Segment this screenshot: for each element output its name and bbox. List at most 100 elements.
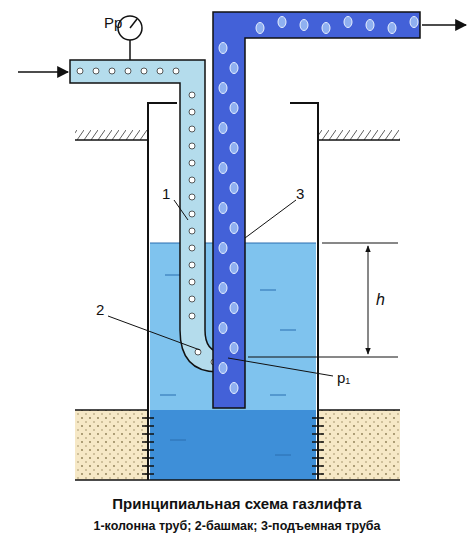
mixture-bubble: [219, 363, 227, 374]
perforation: [312, 425, 324, 427]
perforation: [142, 433, 154, 435]
mixture-bubble: [256, 23, 264, 34]
dimension-tick: [322, 243, 398, 244]
leader-line: [245, 200, 296, 238]
outlet-arrow: [422, 24, 466, 26]
mixture-bubble: [219, 43, 227, 54]
gas-bubble: [189, 126, 195, 132]
gas-bubble: [77, 68, 83, 74]
mixture-bubble: [300, 20, 308, 31]
ripple: [160, 395, 176, 396]
ripple: [260, 290, 276, 291]
liquid-gas-mixture: [219, 17, 418, 394]
gas-bubble: [189, 92, 195, 98]
pressure-label: Pp: [104, 15, 122, 30]
gas-inlet-arrow: [18, 71, 68, 73]
mixture-bubble: [388, 23, 396, 34]
perforation: [312, 441, 324, 443]
leader-line: [174, 200, 188, 220]
ripple: [280, 330, 296, 331]
gas-bubble: [93, 68, 99, 74]
mixture-bubble: [230, 223, 238, 234]
gas-bubble: [189, 296, 195, 302]
perforation: [312, 449, 324, 451]
perforation: [142, 417, 154, 419]
ground-surface: [318, 139, 400, 141]
dimension-line: [368, 246, 369, 354]
callout-number: 1: [162, 186, 170, 201]
gas-bubble: [125, 68, 131, 74]
perforation: [312, 473, 324, 475]
gas-bubble: [189, 313, 195, 319]
mixture-bubble: [230, 303, 238, 314]
dimension-tick: [248, 357, 398, 358]
ripple: [275, 455, 291, 456]
gas-bubble: [157, 68, 163, 74]
perforation: [142, 441, 154, 443]
leader-line: [108, 316, 200, 350]
casing-wall: [148, 103, 177, 480]
well-bottom-liquid: [150, 410, 316, 480]
callout-number: 2: [96, 302, 104, 317]
gas-bubble: [189, 177, 195, 183]
ripple: [165, 275, 181, 276]
mixture-bubble: [344, 17, 352, 28]
perforation: [312, 417, 324, 419]
mixture-bubble: [230, 343, 238, 354]
gas-bubble: [189, 160, 195, 166]
mixture-bubble: [278, 17, 286, 28]
reservoir-sand: [75, 410, 148, 480]
ripple: [270, 395, 286, 396]
formation-bottom: [318, 479, 400, 481]
formation-top: [75, 409, 148, 411]
gas-bubble: [195, 349, 201, 355]
gas-bubble: [189, 211, 195, 217]
mixture-bubble: [230, 143, 238, 154]
gas-bubble: [189, 109, 195, 115]
mixture-bubble: [219, 123, 227, 134]
formation-top: [318, 409, 400, 411]
callout-number: 3: [296, 186, 304, 201]
gas-bubble: [189, 245, 195, 251]
mixture-bubble: [410, 17, 418, 28]
perforation: [142, 449, 154, 451]
mixture-bubble: [366, 20, 374, 31]
gas-bubble: [173, 68, 179, 74]
reservoir-sand: [318, 410, 400, 480]
ground-hatch: [75, 130, 148, 140]
ground-surface: [75, 139, 148, 141]
mixture-bubble: [219, 243, 227, 254]
mixture-bubble: [230, 383, 238, 394]
perforation: [312, 465, 324, 467]
mixture-bubble: [230, 103, 238, 114]
gas-bubble: [189, 279, 195, 285]
mixture-bubble: [219, 283, 227, 294]
mixture-bubble: [219, 203, 227, 214]
mixture-bubble: [219, 323, 227, 334]
well-bottom: [148, 479, 318, 481]
perforation: [142, 457, 154, 459]
dimension-label: h: [376, 292, 385, 308]
diagram-caption: 1-колонна труб; 2-башмак; 3-подъемная тр…: [93, 520, 380, 533]
lifting-pipe: [213, 12, 420, 408]
mixture-bubble: [230, 263, 238, 274]
perforation: [142, 465, 154, 467]
mixture-bubble: [322, 23, 330, 34]
leader-line: [228, 358, 333, 376]
diagram-title: Принципиальная схема газлифта: [112, 496, 361, 511]
gas-bubble: [189, 194, 195, 200]
perforation: [312, 457, 324, 459]
gas-bubble: [109, 68, 115, 74]
gas-bubble: [189, 143, 195, 149]
casing-perforations: [142, 418, 324, 474]
gas-bubble: [141, 68, 147, 74]
perforation: [142, 473, 154, 475]
casing-wall: [290, 103, 318, 480]
mixture-bubble: [230, 63, 238, 74]
formation-bottom: [75, 479, 148, 481]
gauge-needle: [130, 19, 137, 28]
pressure-label: p₁: [337, 370, 350, 385]
gas-bubble: [189, 262, 195, 268]
perforation: [312, 433, 324, 435]
